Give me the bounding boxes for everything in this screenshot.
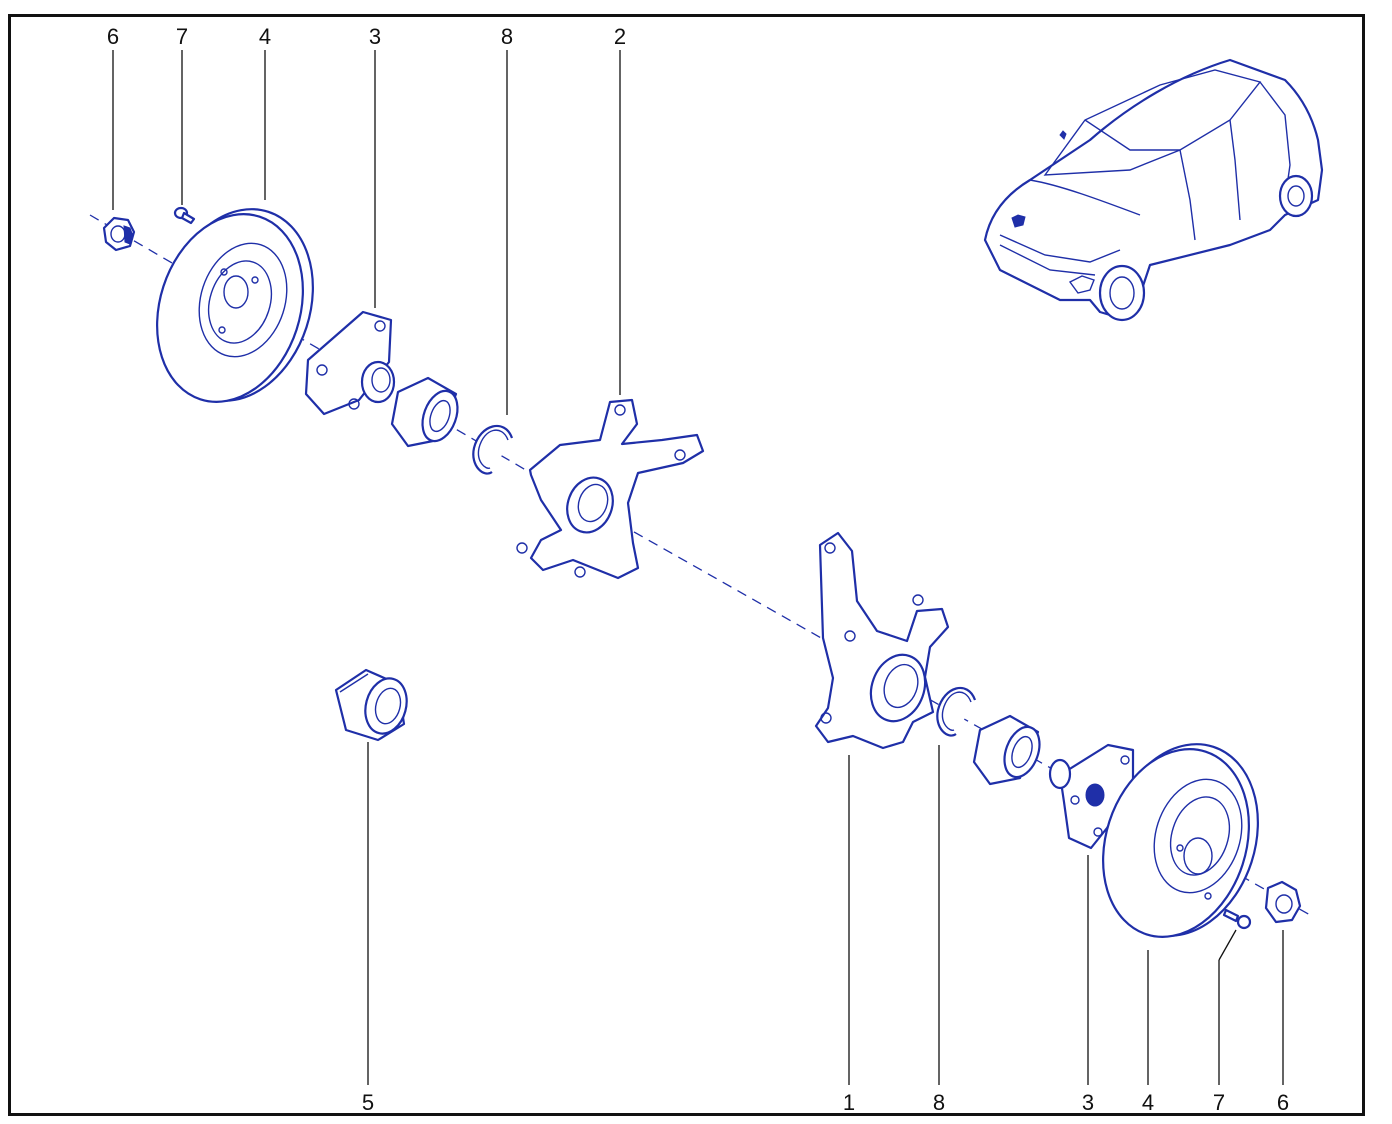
callout-label: 4 xyxy=(259,24,271,49)
leader-lines xyxy=(112,50,1284,1085)
wheel-hub-icon xyxy=(304,310,396,416)
callout-labels-top: 6 7 4 3 8 2 xyxy=(107,24,626,49)
disc-screw-icon xyxy=(1222,908,1252,930)
wheel-bearing-icon xyxy=(972,714,1041,786)
hub-nut-icon xyxy=(102,216,136,252)
callout-label: 6 xyxy=(107,24,119,49)
disc-screw-icon xyxy=(173,206,196,225)
car-illustration-icon xyxy=(983,58,1324,322)
callout-label: 2 xyxy=(614,24,626,49)
callout-label: 7 xyxy=(176,24,188,49)
wheel-bearing-icon xyxy=(390,376,459,448)
callout-label: 8 xyxy=(933,1090,945,1115)
wheel-bearing-icon xyxy=(334,668,408,742)
callout-label: 8 xyxy=(501,24,513,49)
steering-knuckle-icon xyxy=(516,398,705,580)
brake-disc-icon xyxy=(156,208,314,403)
callout-label: 5 xyxy=(362,1090,374,1115)
brake-disc-icon xyxy=(1102,743,1259,938)
callout-label: 3 xyxy=(1082,1090,1094,1115)
hub-nut-icon xyxy=(1264,880,1302,924)
circlip-icon xyxy=(936,686,977,737)
callout-label: 7 xyxy=(1213,1090,1225,1115)
diagram-frame xyxy=(8,14,1365,1116)
circlip-icon xyxy=(472,424,514,475)
callout-label: 6 xyxy=(1277,1090,1289,1115)
callout-label: 1 xyxy=(843,1090,855,1115)
callout-label: 3 xyxy=(369,24,381,49)
steering-knuckle-icon xyxy=(814,531,950,750)
callout-label: 4 xyxy=(1142,1090,1154,1115)
callout-labels-bottom: 5 1 8 3 4 7 6 xyxy=(362,1090,1289,1115)
